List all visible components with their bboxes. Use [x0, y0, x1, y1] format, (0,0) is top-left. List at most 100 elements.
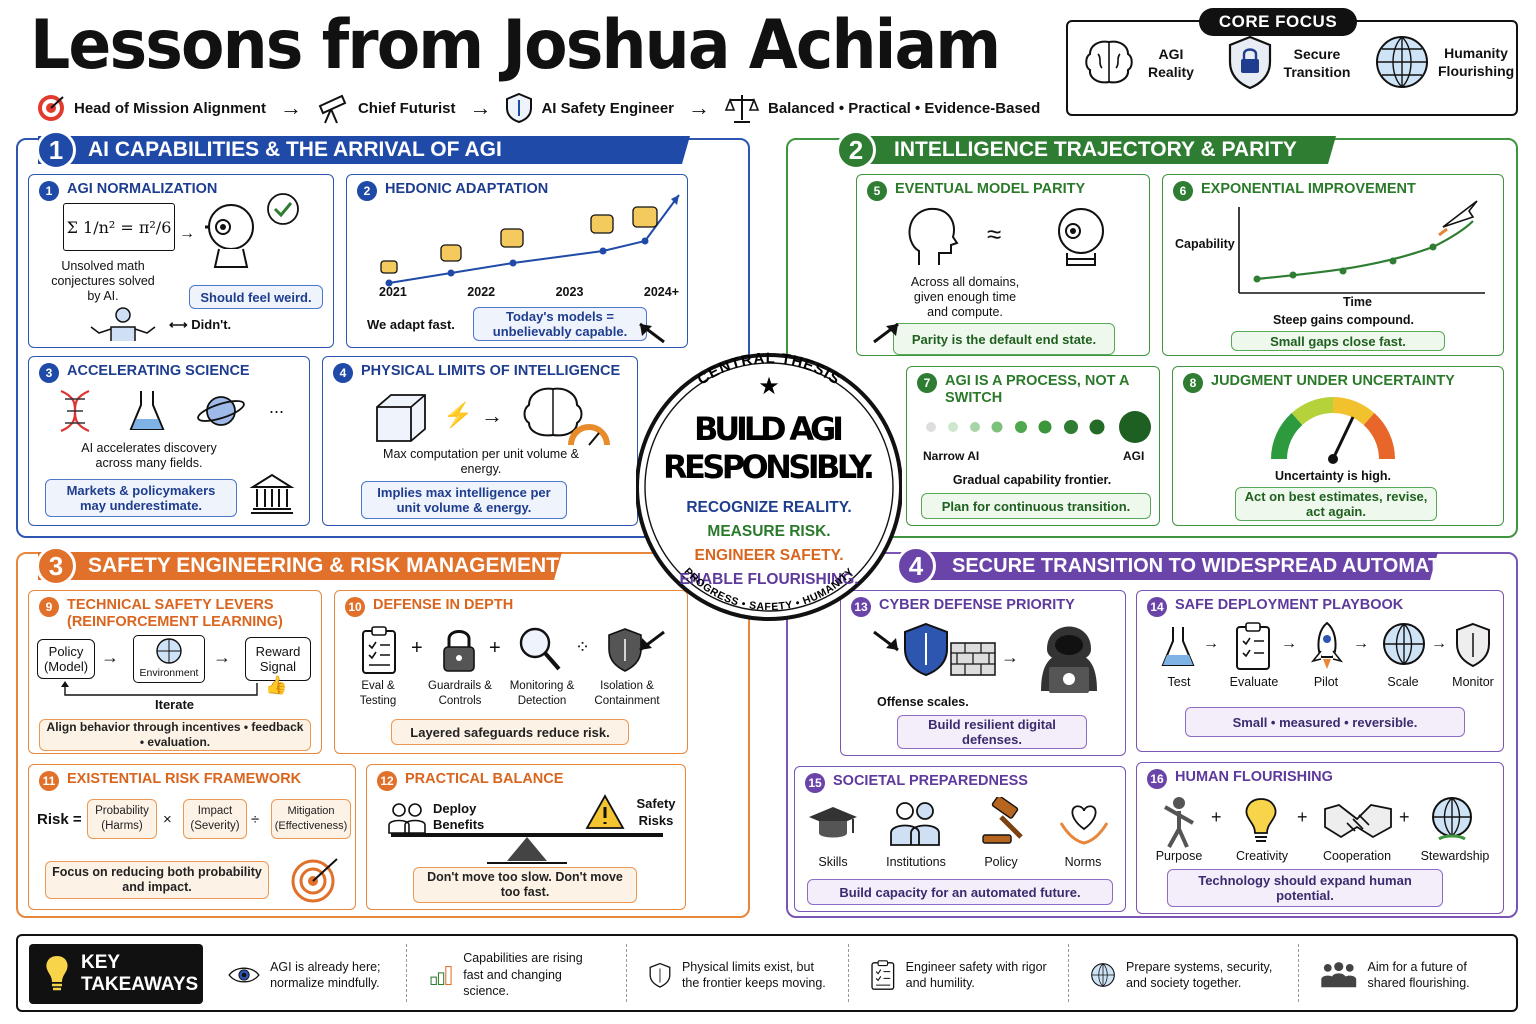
year-label: 2024+ [643, 285, 679, 299]
plus-icon: + [489, 637, 501, 659]
card-title-text: ACCELERATING SCIENCE [67, 363, 250, 379]
safety-label: Safety Risks [636, 796, 676, 828]
card-number: 8 [1183, 373, 1203, 393]
target-icon [38, 95, 64, 121]
roles-bar: Head of Mission Alignment → Chief Futuri… [36, 90, 1040, 126]
card-number: 5 [867, 181, 887, 201]
takeaway-text: Physical limits exist, but the frontier … [681, 959, 826, 991]
card-title-text: CYBER DEFENSE PRIORITY [879, 597, 1075, 613]
card-number: 6 [1173, 181, 1193, 201]
core-item-humanity: Humanity Flourishing [1374, 34, 1514, 90]
rocket-icon [1310, 621, 1344, 669]
iterate-label: Iterate [151, 697, 199, 712]
takeaway-item: Capabilities are rising fast and changin… [430, 948, 606, 1002]
card-title-text: DEFENSE IN DEPTH [373, 597, 514, 613]
step-label: Monitor [1452, 675, 1494, 689]
card-number: 16 [1147, 769, 1167, 789]
bar-chart-icon [430, 966, 452, 986]
brain-gauge-icon [523, 387, 610, 446]
axis-label-y: Capability [1175, 237, 1235, 251]
takeaway-item: Engineer safety with rigor and humility. [870, 948, 1050, 1002]
checklist-icon [871, 960, 895, 990]
card-pill: Don't move too slow. Don't move too fast… [413, 867, 637, 903]
card-title-text: JUDGMENT UNDER UNCERTAINTY [1211, 373, 1455, 389]
shield-icon [904, 622, 948, 677]
card-pill: Parity is the default end state. [893, 323, 1115, 355]
layer-label: Isolation & Containment [594, 680, 660, 707]
uncertainty-gauge-icon [1271, 397, 1395, 464]
gavel-icon [982, 797, 1023, 844]
arrow-icon: → [179, 225, 195, 242]
layer-label: Monitoring & Detection [509, 680, 575, 707]
card-text: Unsolved math conjectures solved by AI. [51, 259, 155, 303]
magnifier-icon [519, 627, 561, 671]
risk-equals: Risk = [37, 811, 82, 828]
card-number: 10 [345, 597, 365, 617]
takeaway-item: AGI is already here; normalize mindfully… [228, 948, 398, 1002]
card-title-text: EVENTUAL MODEL PARITY [895, 181, 1086, 197]
policy-box: Policy (Model) [37, 639, 95, 679]
impact-box: Impact (Severity) [183, 799, 247, 839]
card-number: 2 [357, 181, 377, 201]
arrow-icon: → [1001, 647, 1019, 667]
seesaw-icon [391, 833, 663, 864]
prep-label: Policy [984, 855, 1018, 869]
key-takeaways-bar [16, 934, 1518, 1012]
card-text: Steep gains compound. [1273, 313, 1414, 327]
shield-icon [1456, 622, 1490, 668]
card-title-text: HEDONIC ADAPTATION [385, 181, 549, 197]
cube-icon [376, 394, 426, 442]
shield-icon [649, 962, 671, 988]
takeaway-item: Prepare systems, security, and society t… [1090, 948, 1276, 1002]
target-icon [291, 858, 338, 903]
hedonic-trend-chart [380, 194, 680, 287]
card-pill: Align behavior through incentives • feed… [39, 719, 311, 751]
deploy-label: Deploy Benefits [433, 801, 485, 832]
card-pill: Should feel weird. [189, 285, 323, 309]
brain-icon [1085, 40, 1133, 84]
card-title-text: EXPONENTIAL IMPROVEMENT [1201, 181, 1416, 197]
plus-icon: + [1399, 807, 1410, 827]
section-2-title: INTELLIGENCE TRAJECTORY & PARITY [858, 136, 1336, 164]
card-pill: Today's models = unbelievably capable. [473, 307, 647, 341]
handshake-icon [1324, 804, 1392, 839]
kt-label-1: KEY [81, 952, 121, 973]
robot-head-icon [205, 204, 254, 268]
role-futurist: Chief Futurist [357, 99, 456, 117]
takeaway-item: Physical limits exist, but the frontier … [648, 948, 834, 1002]
prep-label: Skills [818, 855, 848, 869]
arrow-icon: → [481, 403, 503, 428]
lightbulb-icon [46, 956, 68, 991]
didnt-text: ⟷ Didn't. [169, 317, 232, 332]
divider [626, 944, 627, 1002]
arrow-icon: → [1431, 635, 1447, 652]
flourish-label: Creativity [1235, 849, 1289, 863]
plus-icon: + [1211, 807, 1222, 827]
divider [848, 944, 849, 1002]
card-pill: Build capacity for an automated future. [807, 879, 1113, 905]
globe-icon [156, 638, 182, 664]
kt-label-2: TAKEAWAYS [81, 974, 199, 995]
prep-label: Norms [1064, 855, 1102, 869]
card-title-text: EXISTENTIAL RISK FRAMEWORK [67, 771, 302, 787]
divide-icon: ÷ [251, 811, 260, 828]
card-title: 10 DEFENSE IN DEPTH [345, 597, 513, 617]
robot-head-icon [1058, 208, 1104, 266]
arrow-icon: → [469, 95, 492, 120]
card-text: AI accelerates discovery across many fie… [81, 441, 217, 470]
people-icon [388, 803, 426, 834]
card-title: 5 EVENTUAL MODEL PARITY [867, 181, 1085, 201]
lightbulb-icon [1245, 798, 1277, 842]
card-text: Offense scales. [877, 695, 969, 709]
